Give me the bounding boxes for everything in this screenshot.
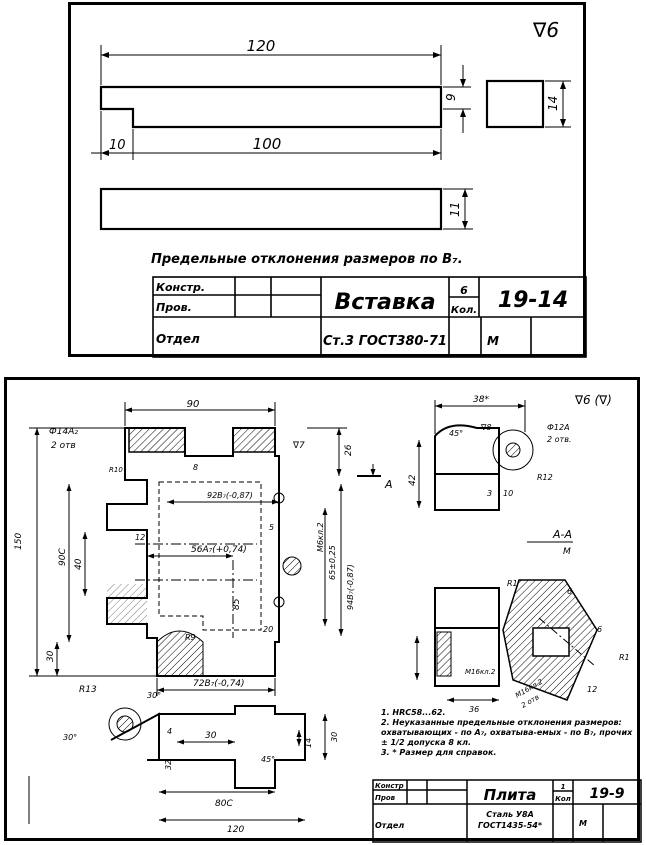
- tb2-dept: Отдел: [375, 821, 404, 830]
- tb2-qty-label: Кол: [555, 795, 571, 803]
- dim-6-right: 6: [597, 625, 602, 634]
- dim-40: 40: [74, 558, 84, 570]
- dim-r13: R13: [79, 685, 97, 695]
- dim-r10: R10: [109, 466, 123, 474]
- dim-14: 14: [304, 738, 313, 748]
- vstavka-section: [485, 79, 545, 129]
- plita-drawing: 90 ∇6 (∇) Ф14A₂ 2 отв R10 150 90C 40 30 …: [14, 393, 642, 843]
- dim-m16: M16кл.2: [465, 668, 496, 676]
- dim-hole14-count: 2 отв: [51, 441, 76, 451]
- plita-side-view: [434, 424, 500, 687]
- tb2-material-b: ГОСТ1435-54*: [478, 821, 543, 830]
- drawing-sheet-vstavka: ∇6 120 10 100 9 14 11 Предельные отклоне…: [68, 2, 587, 358]
- dim-r1-right: R1: [619, 653, 630, 662]
- dim-65: 65±0,25: [328, 545, 337, 580]
- tolerance-note: Предельные отклонения размеров по B₇.: [151, 252, 463, 267]
- roughness-7: ∇7: [292, 441, 305, 451]
- dim-3: 3: [487, 489, 492, 498]
- dim-step-length: 10: [109, 138, 126, 153]
- section-a-a: [502, 579, 598, 701]
- dim-90c: 90C: [58, 548, 68, 566]
- dim-r12: R12: [537, 473, 553, 482]
- dim-45deg: 45°: [449, 429, 463, 438]
- dim-roughness8: ∇8: [480, 423, 491, 432]
- dim-4: 4: [167, 727, 172, 736]
- drawing-sheet-plita: 90 ∇6 (∇) Ф14A₂ 2 отв R10 150 90C 40 30 …: [4, 377, 642, 843]
- dim-36: 36: [469, 705, 479, 714]
- tb2-drawing-number: 19-9: [589, 786, 624, 802]
- tb-prov-label: Пров.: [156, 301, 192, 314]
- dim-30-left: 30: [46, 650, 56, 662]
- tb2-sheet: М: [579, 819, 587, 828]
- tb2-material-a: Сталь У8А: [486, 810, 534, 819]
- dim-30-right: 30: [330, 732, 339, 742]
- tb-dept-label: Отдел: [156, 332, 200, 346]
- dim-12-left: 12: [135, 533, 145, 542]
- dim-42: 42: [408, 474, 418, 486]
- roughness-symbol: ∇6: [532, 18, 559, 42]
- technical-notes: 1. HRC58...62. 2. Неуказанные предельные…: [381, 708, 637, 758]
- dim-92b7: 92B₇(-0,87): [207, 491, 253, 500]
- note-3: 3. * Размер для справок.: [381, 748, 497, 757]
- tb-constr-label: Констр.: [156, 281, 205, 294]
- tb2-prov: Пров: [375, 794, 396, 802]
- section-scale: M: [563, 547, 571, 557]
- section-label-a: A: [384, 478, 393, 491]
- vstavka-bottom-view: [99, 187, 443, 231]
- plita-bottom-view: [158, 705, 306, 789]
- dim-r9: R9: [185, 633, 196, 642]
- section-title-aa: A-A: [552, 528, 572, 541]
- dim-80c: 80C: [215, 799, 233, 809]
- dim-overall-length: 120: [247, 37, 276, 55]
- dim-10: 10: [503, 489, 513, 498]
- dim-56a7: 56A₇(+0,74): [191, 545, 247, 555]
- dim-20: 20: [263, 625, 273, 634]
- dim-hole14: Ф14A₂: [49, 427, 78, 437]
- dim-section-height: 14: [546, 96, 560, 111]
- dim-32: 32: [164, 760, 173, 770]
- note-2: 2. Неуказанные предельные отклонения раз…: [381, 718, 633, 747]
- tb2-part-name: Плита: [484, 786, 537, 804]
- dim-85: 85: [232, 598, 242, 610]
- roughness-symbol-2: ∇6 (∇): [574, 393, 612, 407]
- dim-90: 90: [187, 399, 200, 410]
- dim-30-bottom: 30: [205, 731, 217, 741]
- vstavka-main-view: [99, 85, 443, 129]
- dim-150: 150: [14, 533, 24, 550]
- tb2-qty: 1: [561, 783, 566, 791]
- tb-material: Ст.3 ГОСТ380-71: [323, 334, 447, 349]
- tb-qty: 6: [460, 284, 468, 297]
- tb-qty-label: Кол.: [451, 305, 477, 316]
- vstavka-drawing: ∇6 120 10 100 9 14 11 Предельные отклоне…: [91, 18, 587, 358]
- tb-part-name: Вставка: [334, 290, 435, 315]
- dim-hole12: Ф12A: [547, 423, 570, 432]
- dim-r1-top: R1: [507, 579, 518, 588]
- tb-sheet: М: [487, 334, 499, 348]
- dim-hole12-count: 2 отв.: [547, 435, 571, 444]
- dim-main-length: 100: [253, 135, 282, 153]
- dim-38: 38*: [473, 395, 489, 405]
- dim-6-top: 6: [567, 587, 572, 596]
- tb-drawing-number: 19-14: [498, 288, 568, 313]
- dim-8-top: 8: [193, 463, 198, 472]
- dim-72b7: 72B₇(-0,74): [193, 679, 245, 689]
- dim-30deg-left: 30°: [63, 733, 77, 742]
- dim-30deg-top: 30°: [147, 691, 161, 700]
- dim-m6: M6кл.2: [316, 522, 325, 552]
- dim-thickness: 11: [448, 202, 462, 217]
- dim-step-height: 9: [444, 93, 458, 101]
- dim-120: 120: [227, 825, 244, 835]
- dim-26: 26: [344, 444, 354, 456]
- dim-12-section: 12: [587, 685, 597, 694]
- plita-title-block: [372, 779, 642, 843]
- dim-5: 5: [269, 523, 274, 532]
- tb2-constr: Констр: [375, 782, 404, 790]
- note-1: 1. HRC58...62.: [381, 708, 446, 717]
- dim-94b7: 94B₇(-0,87): [346, 564, 355, 610]
- dim-45deg-bottom: 45°: [261, 755, 275, 764]
- vstavka-title-block: [152, 276, 587, 358]
